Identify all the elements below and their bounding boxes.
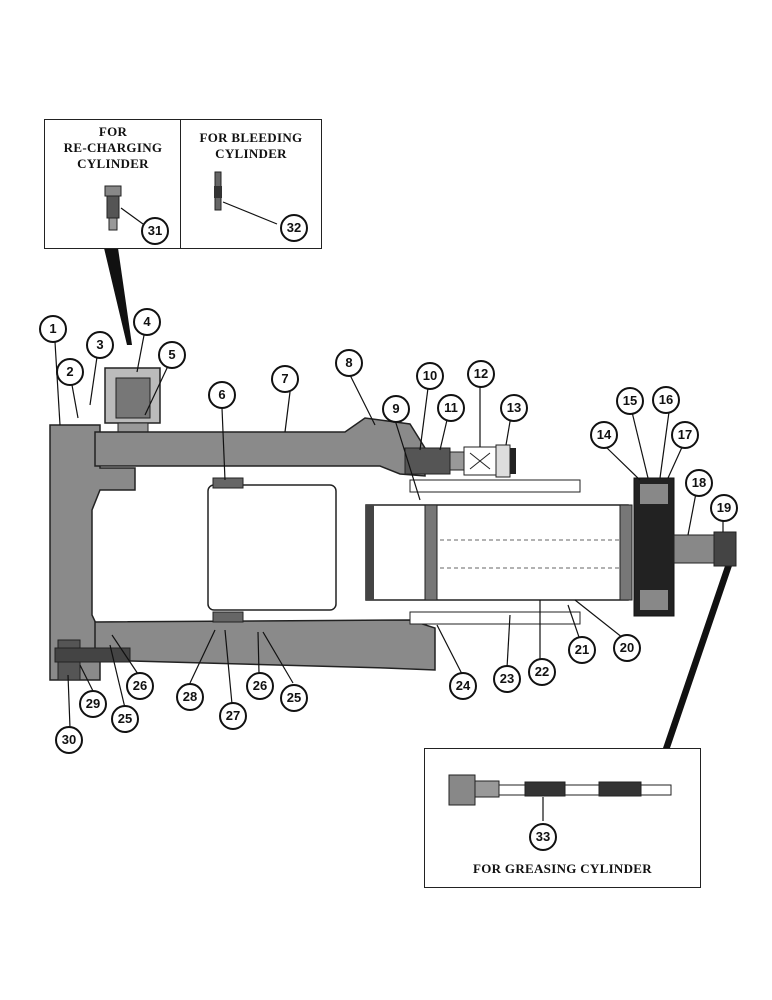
callout-30: 30 [55,726,83,754]
piston-head [619,504,633,601]
recharging-leader-bar [104,248,132,345]
callout-11: 11 [437,394,465,422]
guide-lower [409,611,581,625]
callout-15: 15 [616,387,644,415]
callout-25-right: 25 [280,684,308,712]
callout-27: 27 [219,702,247,730]
callout-28: 28 [176,683,204,711]
end-cap-seal-top [640,484,668,504]
greasing-leader-bar [663,560,734,748]
bleeder-valve-icon [214,171,278,225]
callout-12: 12 [467,360,495,388]
callout-7: 7 [271,365,299,393]
callout-33: 33 [529,823,557,851]
valve-core [115,377,151,419]
callout-18: 18 [685,469,713,497]
inset-bleeding-label: FOR BLEEDING CYLINDER [199,130,303,161]
callout-26-right: 26 [246,672,274,700]
callout-32: 32 [280,214,308,242]
callout-14: 14 [590,421,618,449]
callout-5: 5 [158,341,186,369]
recharging-adapter-icon [104,185,144,231]
lower-pin [54,647,131,663]
callout-29: 29 [79,690,107,718]
callout-13: 13 [500,394,528,422]
leader-lines [54,329,724,729]
callout-17: 17 [671,421,699,449]
grease-rod [673,534,715,564]
callout-22: 22 [528,658,556,686]
grease-fitting [713,531,737,567]
callout-16: 16 [652,386,680,414]
callout-3: 3 [86,331,114,359]
callout-24: 24 [449,672,477,700]
callout-4: 4 [133,308,161,336]
callout-10: 10 [416,362,444,390]
piston-barrel [365,504,629,601]
breather-body [404,447,451,475]
callout-6: 6 [208,381,236,409]
callout-31: 31 [141,217,169,245]
callout-25-left: 25 [111,705,139,733]
callout-20: 20 [613,634,641,662]
inset-greasing-label: FOR GREASING CYLINDER [473,861,652,876]
inset-bleeding-cylinder: FOR BLEEDING CYLINDER [180,119,322,249]
piston-collar [424,504,438,601]
callout-1: 1 [39,315,67,343]
lower-housing-tube [94,619,436,671]
barrel-end [366,505,374,600]
callout-26-left: 26 [126,672,154,700]
end-cap-seal-bottom [640,590,668,610]
callout-8: 8 [335,349,363,377]
callout-2: 2 [56,358,84,386]
callout-19: 19 [710,494,738,522]
inner-chamber [207,484,337,611]
seal-ring-lower [212,611,244,623]
grease-gun-icon [448,774,672,821]
guide-upper [409,479,581,493]
callout-21: 21 [568,636,596,664]
seal-ring-upper [212,477,244,489]
breather-cap [495,444,511,478]
callout-23: 23 [493,665,521,693]
callout-9: 9 [382,395,410,423]
inset-greasing-cylinder: FOR GREASING CYLINDER [424,748,701,888]
inset-recharging-label: FOR RE-CHARGING CYLINDER [63,124,163,171]
